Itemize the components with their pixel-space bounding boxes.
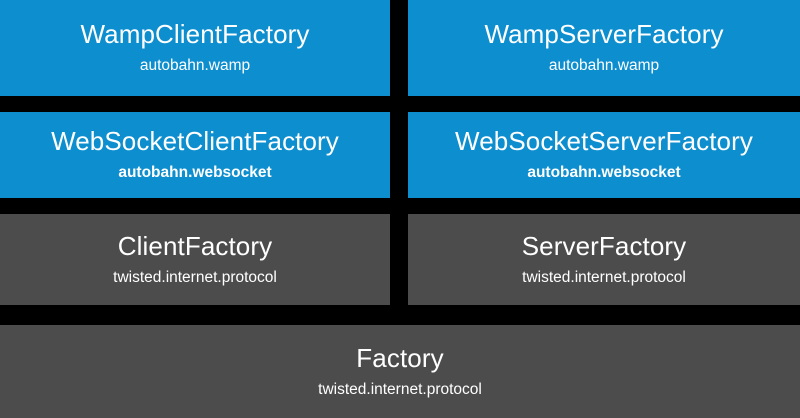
node-title: Factory [356,342,444,373]
node-websocket-server-factory[interactable]: WebSocketServerFactory autobahn.websocke… [408,112,800,198]
node-wamp-server-factory[interactable]: WampServerFactory autobahn.wamp [408,0,800,96]
node-server-factory[interactable]: ServerFactory twisted.internet.protocol [408,214,800,305]
node-websocket-client-factory[interactable]: WebSocketClientFactory autobahn.websocke… [0,112,390,198]
node-wamp-client-factory[interactable]: WampClientFactory autobahn.wamp [0,0,390,96]
node-title: ServerFactory [521,230,687,261]
node-subtitle: autobahn.wamp [139,57,251,75]
node-title: WebSocketServerFactory [455,126,753,157]
node-title: WebSocketClientFactory [51,126,339,157]
node-subtitle: autobahn.websocket [118,164,272,182]
node-title: WampClientFactory [80,19,310,50]
node-subtitle: twisted.internet.protocol [113,268,277,286]
node-factory[interactable]: Factory twisted.internet.protocol [0,325,800,418]
node-subtitle: autobahn.websocket [527,164,681,182]
node-subtitle: twisted.internet.protocol [522,268,686,286]
node-client-factory[interactable]: ClientFactory twisted.internet.protocol [0,214,390,305]
node-subtitle: twisted.internet.protocol [318,380,482,398]
node-subtitle: autobahn.wamp [548,57,660,75]
node-title: ClientFactory [117,230,273,261]
node-title: WampServerFactory [484,19,724,50]
